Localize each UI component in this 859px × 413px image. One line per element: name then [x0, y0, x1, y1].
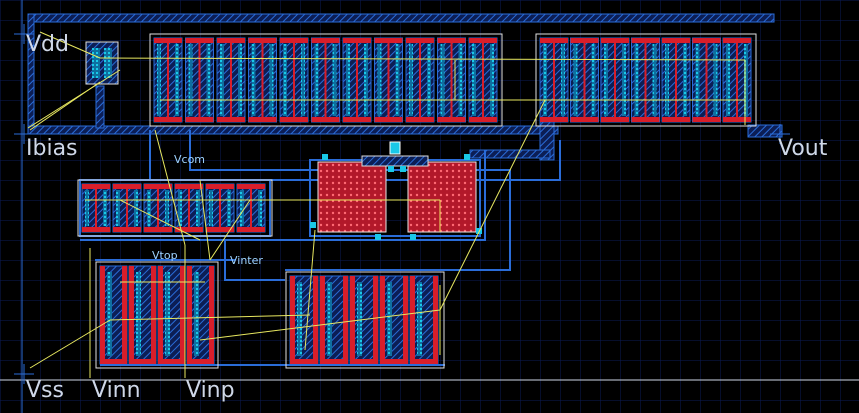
net-vtop-label: Vtop	[152, 249, 178, 262]
pmos-array-left[interactable]	[149, 33, 503, 127]
pmos-array-right[interactable]	[535, 33, 757, 127]
pin-markers	[14, 24, 790, 384]
nmos-output-stage[interactable]	[285, 271, 445, 369]
pmos-bias-device[interactable]	[85, 41, 119, 85]
net-vinter-label: Vinter	[230, 254, 263, 267]
pin-vinn-label: Vinn	[92, 378, 141, 403]
current-mirror-row[interactable]	[77, 179, 273, 237]
airwires	[27, 31, 746, 378]
compensation-capacitors[interactable]	[310, 141, 482, 240]
pin-vout-label: Vout	[778, 136, 828, 161]
net-vcom-label: Vcom	[174, 153, 206, 166]
pin-vdd-label: Vdd	[26, 32, 69, 57]
pin-vinp-label: Vinp	[186, 378, 235, 403]
pin-vss-label: Vss	[26, 378, 64, 403]
pin-ibias-label: Ibias	[26, 136, 78, 161]
